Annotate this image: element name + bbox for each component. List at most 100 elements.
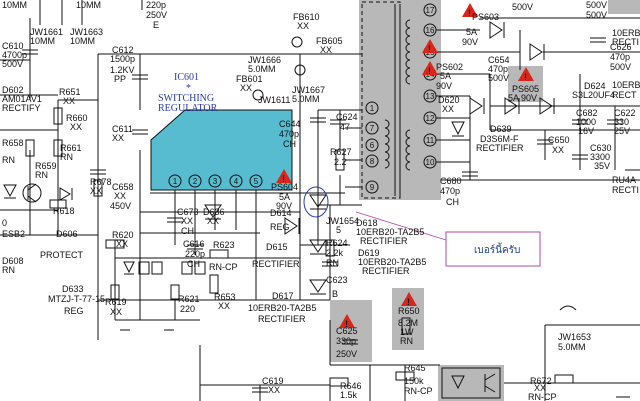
svg-text:XX: XX xyxy=(240,83,252,93)
callout-text: เบอร์นี้ครับ xyxy=(474,242,520,256)
svg-text:JW1667: JW1667 xyxy=(292,85,325,95)
svg-text:500V: 500V xyxy=(610,62,631,72)
svg-text:FB605: FB605 xyxy=(316,36,343,46)
svg-text:D639: D639 xyxy=(490,124,512,134)
svg-text:RECTI: RECTI xyxy=(612,37,639,47)
svg-text:1.2KV: 1.2KV xyxy=(110,65,135,75)
svg-text:R661: R661 xyxy=(60,143,82,153)
svg-text:16: 16 xyxy=(426,26,435,35)
svg-text:3300: 3300 xyxy=(590,152,610,162)
svg-text:11: 11 xyxy=(426,136,435,145)
highlight-ring xyxy=(303,186,329,218)
optocoupler-shade xyxy=(438,365,504,401)
svg-text:C626: C626 xyxy=(610,42,632,52)
svg-text:12: 12 xyxy=(426,114,435,123)
svg-text:!: ! xyxy=(282,174,285,184)
svg-text:1: 1 xyxy=(370,104,375,113)
svg-text:10ERB20-TA2B5: 10ERB20-TA2B5 xyxy=(356,227,424,237)
svg-text:XX: XX xyxy=(552,145,564,155)
svg-text:5A: 5A xyxy=(466,27,477,37)
svg-text:RU4A: RU4A xyxy=(612,175,636,185)
svg-text:1000: 1000 xyxy=(576,117,596,127)
svg-text:5A: 5A xyxy=(440,71,451,81)
svg-text:PS603: PS603 xyxy=(472,12,499,22)
svg-text:5.0MM: 5.0MM xyxy=(248,64,276,74)
svg-text:5A 90V: 5A 90V xyxy=(508,93,537,103)
svg-text:8.2M: 8.2M xyxy=(398,318,418,328)
svg-text:0: 0 xyxy=(2,218,7,228)
svg-text:220: 220 xyxy=(180,304,195,314)
svg-text:R653: R653 xyxy=(214,292,236,302)
svg-text:9: 9 xyxy=(370,183,375,192)
svg-text:10MM: 10MM xyxy=(30,36,55,46)
svg-text:RECTI: RECTI xyxy=(612,185,639,195)
svg-text:5A: 5A xyxy=(279,192,290,202)
svg-text:D602: D602 xyxy=(2,85,24,95)
svg-text:D615: D615 xyxy=(266,242,288,252)
svg-text:13: 13 xyxy=(426,92,435,101)
svg-text:90V: 90V xyxy=(276,201,292,211)
svg-text:10MM: 10MM xyxy=(70,36,95,46)
svg-text:JW1663: JW1663 xyxy=(70,27,103,37)
svg-text:470p: 470p xyxy=(488,64,508,74)
svg-text:150k: 150k xyxy=(404,376,424,386)
svg-text:D620: D620 xyxy=(438,95,460,105)
transformer-winding-primary xyxy=(384,119,390,169)
svg-text:RN: RN xyxy=(2,265,15,275)
callout-box xyxy=(445,231,541,267)
transformer-winding-secondary xyxy=(405,19,411,85)
svg-text:MTZJ-T-77-15: MTZJ-T-77-15 xyxy=(48,294,105,304)
svg-text:REG: REG xyxy=(270,222,290,232)
svg-text:90V: 90V xyxy=(436,81,452,91)
svg-text:450V: 450V xyxy=(110,201,131,211)
ic601-name: IC601 xyxy=(174,72,199,83)
transformer-winding-aux xyxy=(405,129,411,171)
svg-text:C616: C616 xyxy=(183,239,205,249)
svg-text:RECTIFIER: RECTIFIER xyxy=(476,143,524,153)
svg-text:XX: XX xyxy=(70,122,82,132)
svg-text:XX: XX xyxy=(116,239,128,249)
svg-text:XX: XX xyxy=(112,133,124,143)
ic601-desc-2: REGULATOR xyxy=(158,103,218,114)
svg-text:2: 2 xyxy=(193,177,198,186)
svg-text:R646: R646 xyxy=(340,381,362,391)
svg-text:RN: RN xyxy=(326,258,339,268)
svg-text:R618: R618 xyxy=(53,206,75,216)
svg-text:D608: D608 xyxy=(2,256,24,266)
svg-text:!: ! xyxy=(345,319,348,329)
svg-text:500V: 500V xyxy=(586,10,607,20)
warning-icon xyxy=(276,169,292,183)
svg-text:XX: XX xyxy=(63,96,75,106)
svg-text:XX: XX xyxy=(114,191,126,201)
svg-text:AM01AV1: AM01AV1 xyxy=(2,94,42,104)
svg-text:D619: D619 xyxy=(358,248,380,258)
svg-text:1W: 1W xyxy=(400,327,414,337)
svg-text:R660: R660 xyxy=(66,113,88,123)
svg-text:5: 5 xyxy=(254,177,259,186)
svg-text:10MM: 10MM xyxy=(2,0,27,10)
svg-text:JW1653: JW1653 xyxy=(558,332,591,342)
svg-text:D618: D618 xyxy=(356,218,378,228)
ic601-desc-1: SWITCHING xyxy=(158,93,214,104)
svg-text:R672: R672 xyxy=(530,376,552,386)
svg-text:D624: D624 xyxy=(584,81,606,91)
warning-icon xyxy=(339,314,355,328)
svg-text:R650: R650 xyxy=(398,306,420,316)
svg-text:R651: R651 xyxy=(59,87,81,97)
svg-text:R620: R620 xyxy=(112,230,134,240)
svg-text:R627: R627 xyxy=(330,147,352,157)
svg-text:500V: 500V xyxy=(586,0,607,10)
svg-text:RECTIFIER: RECTIFIER xyxy=(252,259,300,269)
svg-text:CH: CH xyxy=(187,259,200,269)
ic601-pins: 1 2 3 4 5 xyxy=(168,174,263,188)
svg-text:90V: 90V xyxy=(462,37,478,47)
svg-text:10ERB20-TA2B5: 10ERB20-TA2B5 xyxy=(248,303,316,313)
svg-text:C650: C650 xyxy=(548,135,570,145)
svg-text:B: B xyxy=(332,289,338,299)
svg-text:C644: C644 xyxy=(279,119,301,129)
ic601-body xyxy=(150,109,293,191)
svg-text:C682: C682 xyxy=(576,108,598,118)
svg-text:PROTECT: PROTECT xyxy=(40,250,84,260)
